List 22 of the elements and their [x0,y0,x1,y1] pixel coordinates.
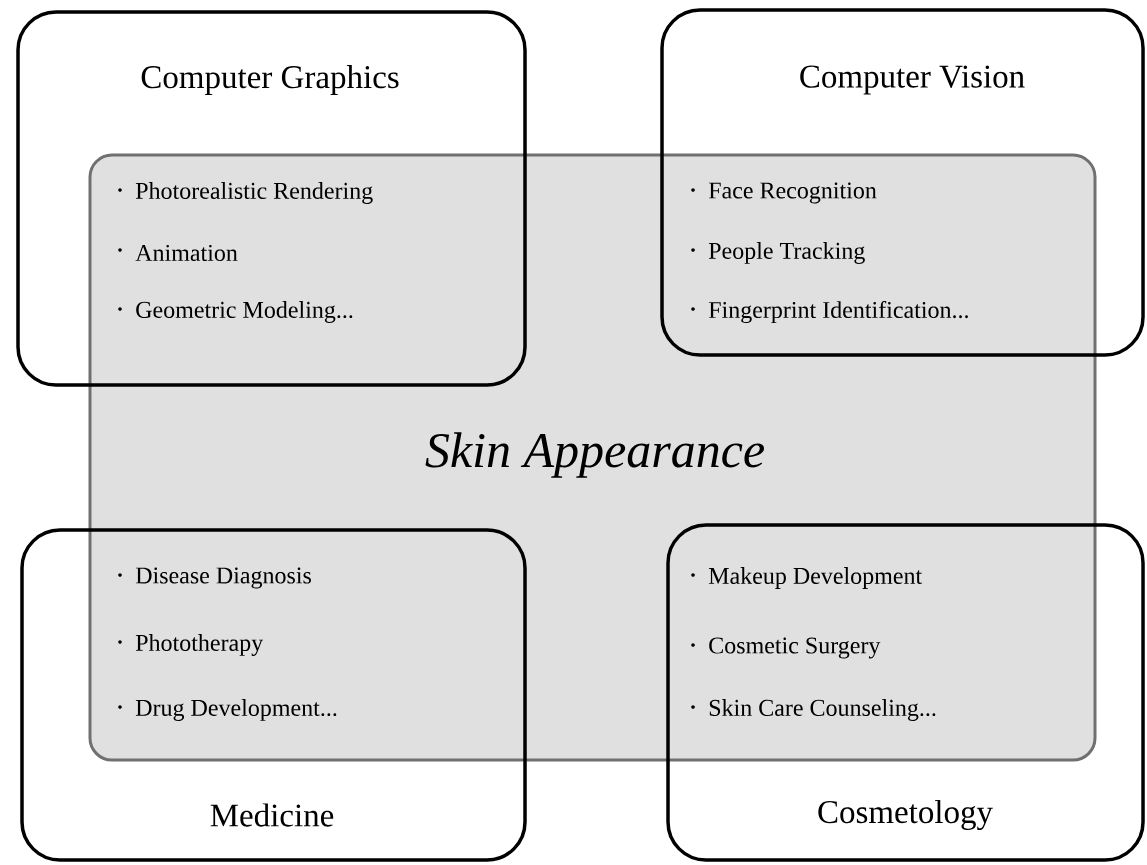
list-item: Animation [118,244,238,262]
box-title: Medicine [210,803,334,827]
field-box [660,8,1145,357]
field-box [20,528,527,862]
list-item: People Tracking [691,242,865,264]
list-item: Skin Care Counseling... [691,699,936,721]
list-item: Face Recognition [691,182,877,204]
list-item: Drug Development... [118,699,337,721]
list-item: Makeup Development [691,567,922,589]
list-item: Geometric Modeling... [118,301,353,323]
list-item: Cosmetic Surgery [691,637,881,659]
box-title: Computer Graphics [141,65,399,95]
field-box [666,523,1145,862]
list-item: Photorealistic Rendering [118,182,373,204]
list-item: Disease Diagnosis [118,567,311,589]
field-box [16,10,527,387]
center-title: Skin Appearance [425,432,764,478]
box-title: Computer Vision [800,65,1025,95]
central-panel [88,153,1097,762]
list-item: Phototherapy [118,634,264,656]
box-title: Cosmetology [818,800,993,830]
list-item: Fingerprint Identification... [691,300,968,324]
